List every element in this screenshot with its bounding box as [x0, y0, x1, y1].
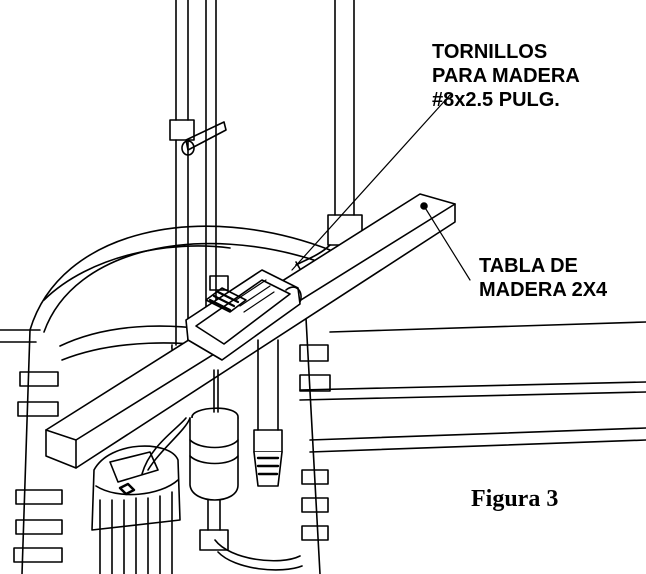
- pump-controller: [185, 269, 302, 361]
- screws-leader: [291, 94, 451, 271]
- board-leader: [423, 205, 471, 281]
- sump-pump: [91, 417, 191, 574]
- screws-callout-line-3: #8x2.5 PULG.: [432, 89, 560, 111]
- float-switch: [189, 369, 239, 551]
- screws-callout: TORNILLOS PARA MADERA #8x2.5 PULG.: [432, 40, 580, 112]
- board-callout: TABLA DE MADERA 2X4: [479, 254, 607, 302]
- screws-callout-line-1: TORNILLOS: [432, 41, 548, 63]
- board-callout-line-2: MADERA 2X4: [479, 279, 608, 301]
- board-callout-line-1: TABLA DE: [479, 255, 578, 277]
- screws-callout-line-2: PARA MADERA: [432, 65, 580, 87]
- check-valve: [253, 339, 283, 487]
- leader-lines: [291, 94, 471, 281]
- sump-basin: [13, 225, 331, 574]
- floor-lines: [0, 321, 646, 453]
- figure-caption: Figura 3: [471, 486, 559, 512]
